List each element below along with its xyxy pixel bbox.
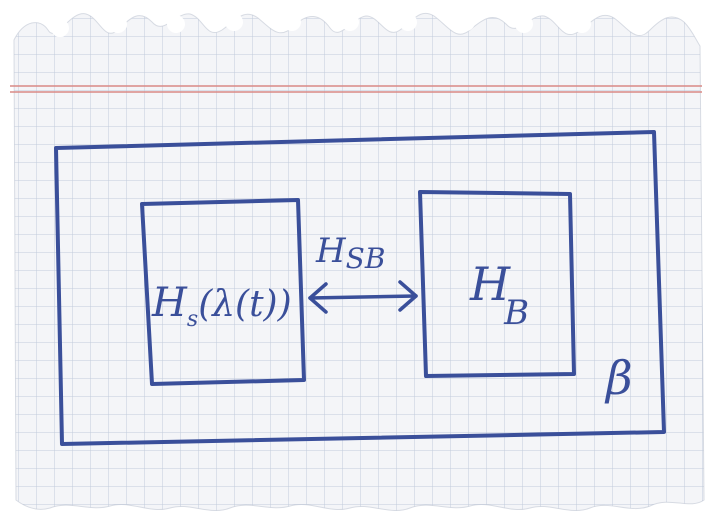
environment-box — [54, 130, 666, 446]
inverse-temperature-label: β — [604, 351, 633, 405]
punch-holes — [51, 13, 649, 37]
system-hamiltonian-label: Hs(λ(t)) — [151, 280, 292, 332]
system-box — [140, 198, 306, 386]
bath-box — [418, 190, 576, 378]
graph-paper-grid — [14, 13, 704, 511]
coupling-arrow — [308, 280, 418, 314]
coupling-hamiltonian-label: HSB — [315, 231, 385, 275]
